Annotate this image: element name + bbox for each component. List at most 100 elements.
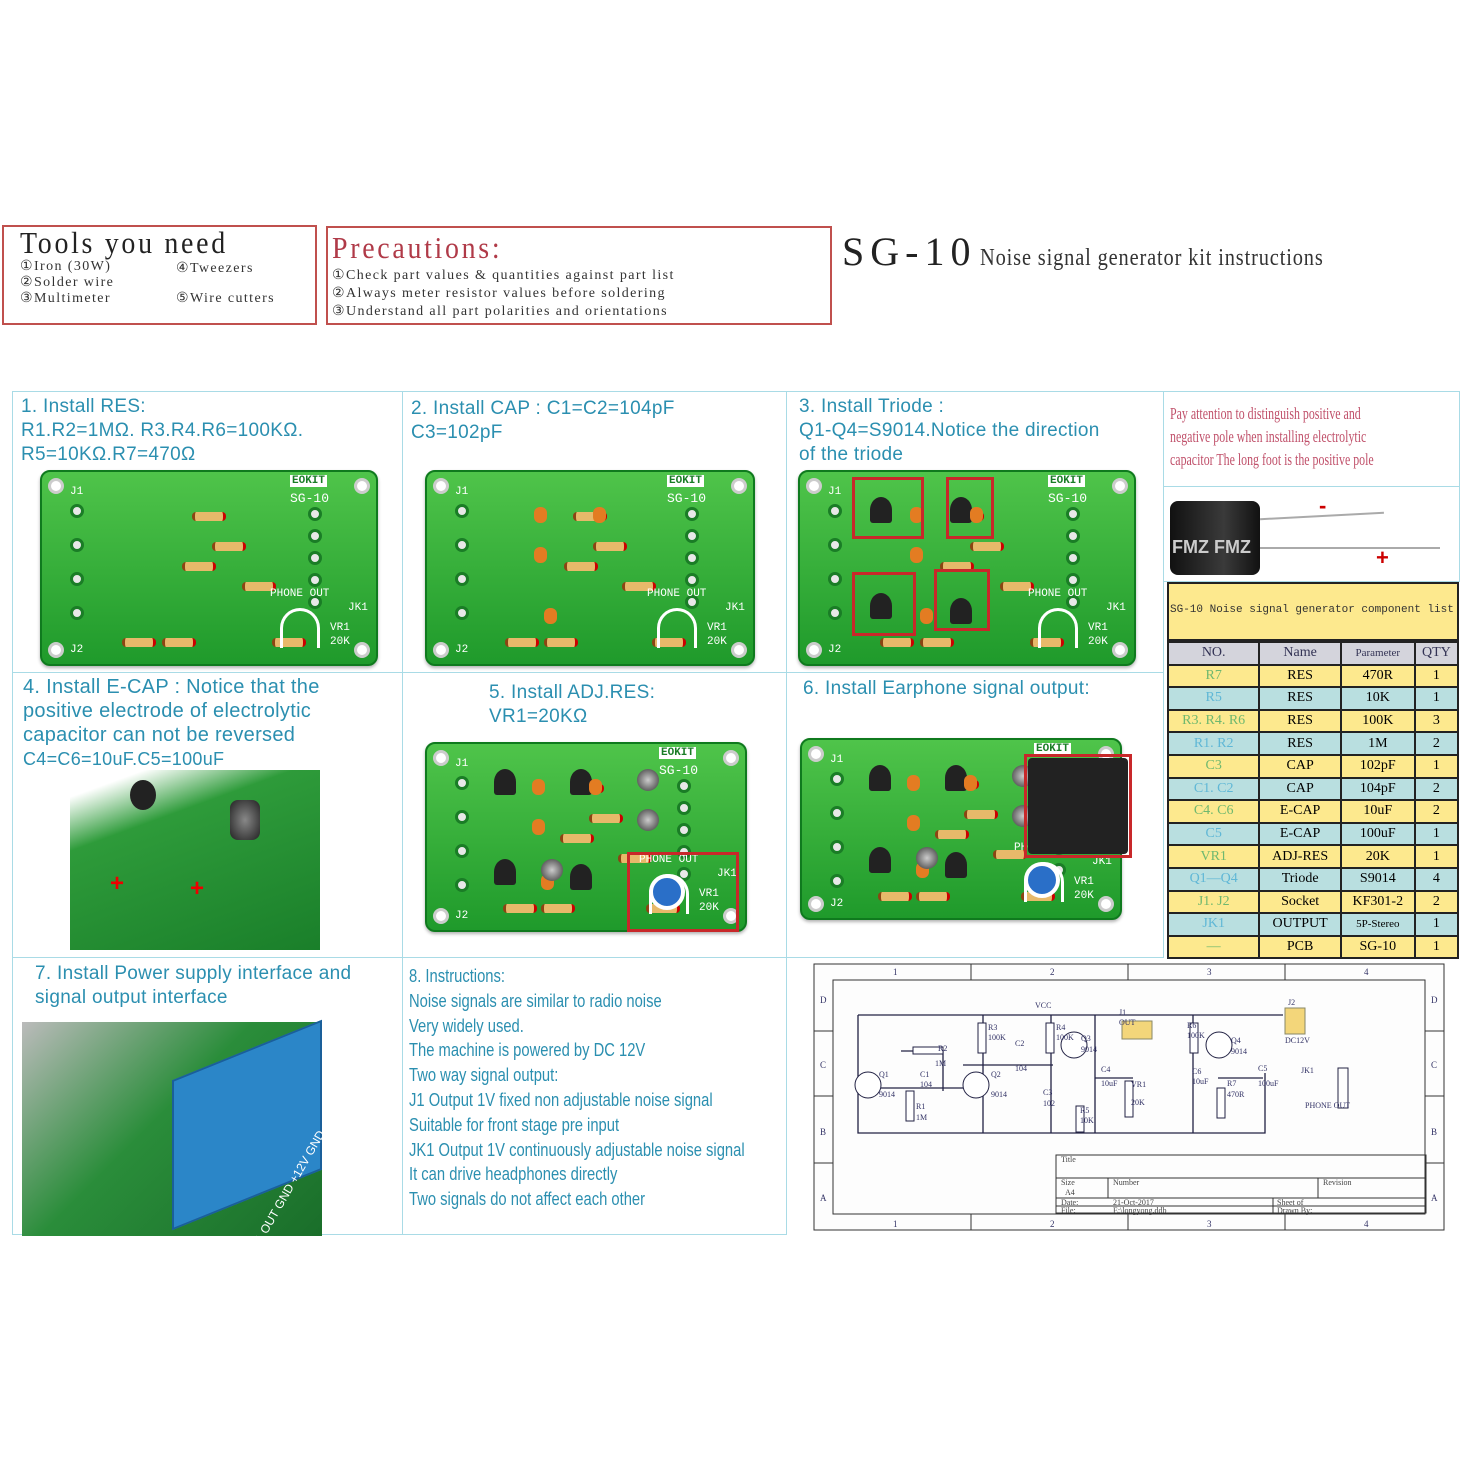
- component-cell: CAP: [1258, 776, 1342, 802]
- schematic-label: Q2: [991, 1070, 1001, 1079]
- highlight-box: [852, 572, 916, 636]
- resistor: [563, 562, 598, 571]
- solder-pad: [685, 507, 699, 521]
- phone-jack: [1028, 758, 1128, 854]
- mounting-hole: [433, 750, 449, 766]
- schematic-label: 9014: [1081, 1045, 1097, 1054]
- resistor: [622, 582, 657, 591]
- schematic-label: C2: [1015, 1039, 1024, 1048]
- solder-pad: [830, 772, 844, 786]
- component-cell: CAP: [1258, 753, 1342, 779]
- resistor: [963, 810, 998, 819]
- tb-revision: Revision: [1323, 1178, 1351, 1187]
- step-6-text: 6. Install Earphone signal output:: [803, 678, 1090, 699]
- polarity-note-panel: Pay attention to distinguish positive an…: [1163, 391, 1460, 487]
- component-cell: OUTPUT: [1258, 912, 1342, 937]
- solder-pad: [1066, 551, 1080, 565]
- mounting-hole: [433, 908, 449, 924]
- component-cell: R7: [1166, 663, 1261, 689]
- terminal-photo: J1 OUT GND +12V GND: [22, 1019, 328, 1250]
- schematic-label: 104: [920, 1080, 932, 1089]
- schematic-label: 9014: [879, 1090, 895, 1099]
- pcb-label: PHONE OUT: [647, 588, 707, 600]
- mounting-hole: [1112, 642, 1128, 658]
- component-cell: C4. C6: [1166, 799, 1261, 824]
- transistor: [944, 765, 967, 791]
- resistor: [560, 834, 595, 843]
- solder-pad: [455, 504, 469, 518]
- mounting-hole: [723, 750, 739, 766]
- component-cell: 2: [1413, 731, 1460, 756]
- capacitor: [588, 779, 602, 795]
- schematic-label: R3: [988, 1023, 997, 1032]
- resistor: [878, 892, 913, 901]
- component-cell: RES: [1258, 731, 1342, 756]
- schematic-label: R6: [1187, 1021, 1196, 1030]
- instruction-line: J1 Output 1V fixed non adjustable noise …: [409, 1089, 713, 1110]
- component-cell: C5: [1166, 821, 1261, 847]
- transistor: [870, 497, 892, 523]
- resistor: [544, 638, 579, 647]
- solder-pad: [677, 801, 691, 815]
- component-cell: 1: [1413, 844, 1460, 869]
- schematic-label: 1M: [916, 1113, 927, 1122]
- solder-pad: [70, 572, 84, 586]
- kit-code: SG-10: [842, 229, 977, 274]
- plus-mark: +: [110, 870, 125, 897]
- plus-mark: +: [190, 875, 205, 902]
- solder-pad: [1066, 529, 1080, 543]
- mounting-hole: [48, 642, 64, 658]
- tb-size: A4: [1065, 1188, 1075, 1197]
- pcb-label: 20K: [1088, 636, 1108, 648]
- electrolytic-capacitor-image: FMZ FMZ: [1170, 501, 1260, 575]
- pcb-label: 20K: [707, 636, 727, 648]
- solder-pad: [830, 806, 844, 820]
- grid-row-label: A: [1431, 1193, 1438, 1203]
- schematic-label: 9014: [1231, 1047, 1247, 1056]
- resistor: [505, 638, 540, 647]
- capacitor: [534, 547, 548, 563]
- component-cell: 4: [1413, 866, 1460, 892]
- model-label: SG-10: [1048, 491, 1088, 506]
- schematic-label: C3: [1043, 1088, 1052, 1097]
- schematic-label: VCC: [1035, 1001, 1051, 1010]
- schematic-label: VR1: [1131, 1080, 1146, 1089]
- resistor: [617, 854, 652, 863]
- grid-row-label: C: [820, 1060, 826, 1070]
- tb-file-label: File:: [1061, 1206, 1076, 1215]
- capacitor: [910, 547, 923, 563]
- component-cell: —: [1166, 934, 1261, 960]
- transistor: [569, 864, 592, 890]
- tb-sheet: Sheet of: [1277, 1198, 1304, 1207]
- pcb-label: JK1: [348, 602, 368, 614]
- schematic-label: C4: [1101, 1065, 1110, 1074]
- schematic-label: 100uF: [1258, 1079, 1279, 1088]
- pcb-label: J2: [830, 898, 844, 910]
- transistor: [870, 593, 892, 619]
- component-list-title-bar: SG-10 Noise signal generator component l…: [1167, 582, 1459, 641]
- mounting-hole: [731, 642, 747, 658]
- component-cell: 1: [1413, 821, 1460, 847]
- electrolytic-capacitor: [916, 847, 939, 869]
- solder-pad: [828, 606, 842, 620]
- schematic-label: PHONE OUT: [1305, 1101, 1350, 1110]
- pcb-label: J1: [455, 758, 469, 770]
- tool-item: ③Multimeter: [20, 291, 111, 306]
- mounting-hole: [808, 896, 824, 912]
- solder-pad: [455, 844, 469, 858]
- mounting-hole: [433, 478, 449, 494]
- component-cell: 2: [1413, 776, 1460, 802]
- transistor: [868, 765, 891, 791]
- capacitor: [910, 507, 923, 523]
- page-title: SG-10 Noise signal generator kit instruc…: [842, 228, 1385, 275]
- resistor: [541, 904, 576, 913]
- schematic-label: Q1: [879, 1070, 889, 1079]
- component-cell: 1M: [1339, 731, 1416, 756]
- tb-drawn: Drawn By:: [1277, 1206, 1312, 1215]
- solder-pad: [70, 538, 84, 552]
- schematic-label: 10K: [1080, 1116, 1094, 1125]
